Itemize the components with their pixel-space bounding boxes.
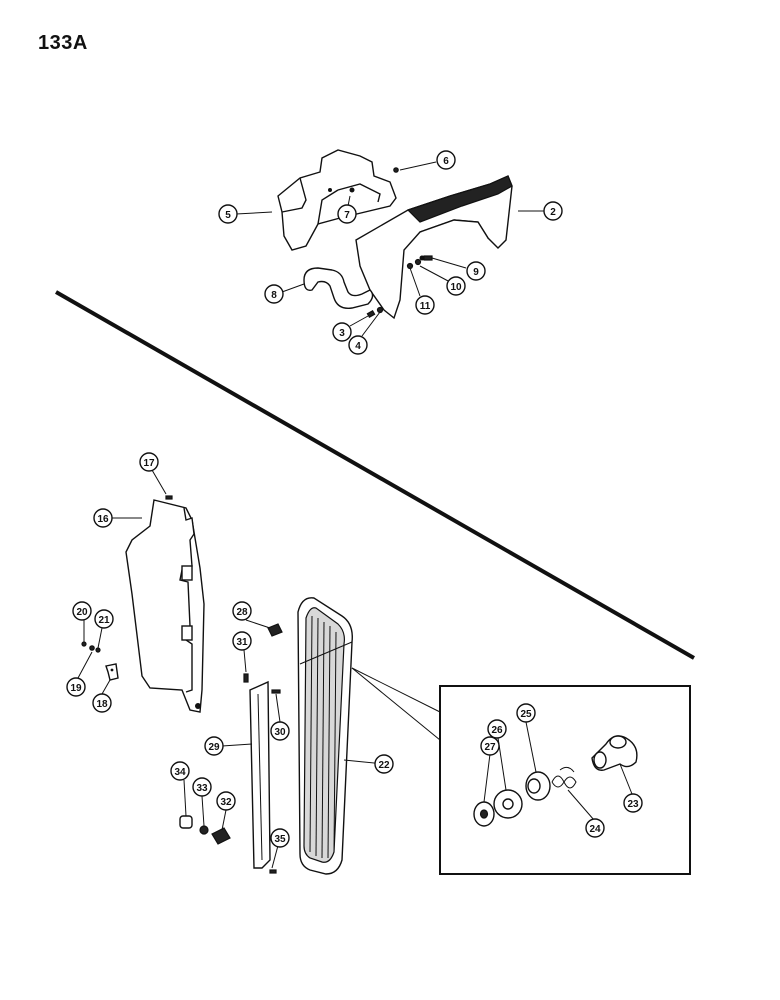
hardware-30 (271, 689, 281, 694)
part-32-bolt (211, 827, 231, 845)
callout-35: 35 (270, 828, 290, 848)
callout-7: 7 (337, 204, 357, 224)
callout-4: 4 (348, 335, 368, 355)
part-5-bracket-assembly (277, 149, 397, 251)
svg-text:17: 17 (143, 458, 155, 469)
callout-16: 16 (93, 508, 113, 528)
svg-text:7: 7 (344, 210, 350, 221)
callout-25: 25 (516, 703, 536, 723)
part-8-handle (303, 267, 374, 309)
callout-30: 30 (270, 721, 290, 741)
callout-21: 21 (94, 609, 114, 629)
svg-text:27: 27 (484, 742, 496, 753)
part-16-side-panel (125, 499, 205, 713)
svg-text:22: 22 (378, 760, 390, 771)
callout-leaders (77, 161, 633, 869)
svg-text:8: 8 (271, 290, 277, 301)
callout-2: 2 (543, 201, 563, 221)
part-33-washer (199, 825, 209, 835)
callout-26: 26 (487, 719, 507, 739)
svg-text:6: 6 (443, 156, 449, 167)
callout-20: 20 (72, 601, 92, 621)
svg-text:9: 9 (473, 267, 479, 278)
callout-8: 8 (264, 284, 284, 304)
separator-line (55, 290, 695, 660)
hardware-6 (393, 167, 399, 173)
callout-24: 24 (585, 818, 605, 838)
detail-inset (351, 667, 691, 875)
svg-text:33: 33 (196, 783, 208, 794)
part-29-strip (249, 680, 271, 869)
svg-text:19: 19 (70, 683, 82, 694)
part-2-shroud (355, 175, 513, 320)
page-number: 133A (38, 32, 88, 54)
svg-text:28: 28 (236, 607, 248, 618)
svg-text:4: 4 (355, 341, 361, 352)
callout-17: 17 (139, 452, 159, 472)
callout-33: 33 (192, 777, 212, 797)
callout-5: 5 (218, 204, 238, 224)
part-18-bracket (105, 663, 119, 681)
svg-text:11: 11 (420, 301, 431, 312)
callout-28: 28 (232, 601, 252, 621)
part-34-bushing (179, 815, 193, 829)
hardware-19-20-21 (81, 641, 101, 653)
svg-text:29: 29 (208, 742, 220, 753)
svg-text:23: 23 (627, 799, 639, 810)
callout-18: 18 (92, 693, 112, 713)
svg-text:30: 30 (274, 727, 286, 738)
callout-29: 29 (204, 736, 224, 756)
svg-text:2: 2 (550, 207, 556, 218)
callout-19: 19 (66, 677, 86, 697)
callout-10: 10 (446, 276, 466, 296)
callout-22: 22 (374, 754, 394, 774)
svg-text:21: 21 (98, 615, 110, 626)
svg-text:25: 25 (520, 709, 532, 720)
svg-text:5: 5 (225, 210, 231, 221)
part-22-grille (297, 597, 353, 875)
part-28-clip (267, 623, 283, 637)
callout-6: 6 (436, 150, 456, 170)
svg-text:31: 31 (236, 637, 248, 648)
svg-text:16: 16 (97, 514, 109, 525)
hardware-3-4 (366, 306, 384, 319)
svg-text:20: 20 (76, 607, 88, 618)
callout-9: 9 (466, 261, 486, 281)
svg-text:32: 32 (220, 797, 232, 808)
svg-text:34: 34 (174, 767, 186, 778)
hardware-17 (165, 495, 173, 500)
callout-3: 3 (332, 322, 352, 342)
svg-text:35: 35 (274, 834, 286, 845)
hardware-35 (269, 869, 277, 874)
callout-23: 23 (623, 793, 643, 813)
callout-27: 27 (480, 736, 500, 756)
callout-34: 34 (170, 761, 190, 781)
callout-31: 31 (232, 631, 252, 651)
svg-text:18: 18 (96, 699, 108, 710)
part-31-spring (243, 673, 249, 683)
svg-text:26: 26 (491, 725, 503, 736)
svg-text:10: 10 (450, 282, 462, 293)
callout-11: 11 (415, 295, 435, 315)
svg-text:3: 3 (339, 328, 345, 339)
svg-text:24: 24 (589, 824, 601, 835)
callout-32: 32 (216, 791, 236, 811)
